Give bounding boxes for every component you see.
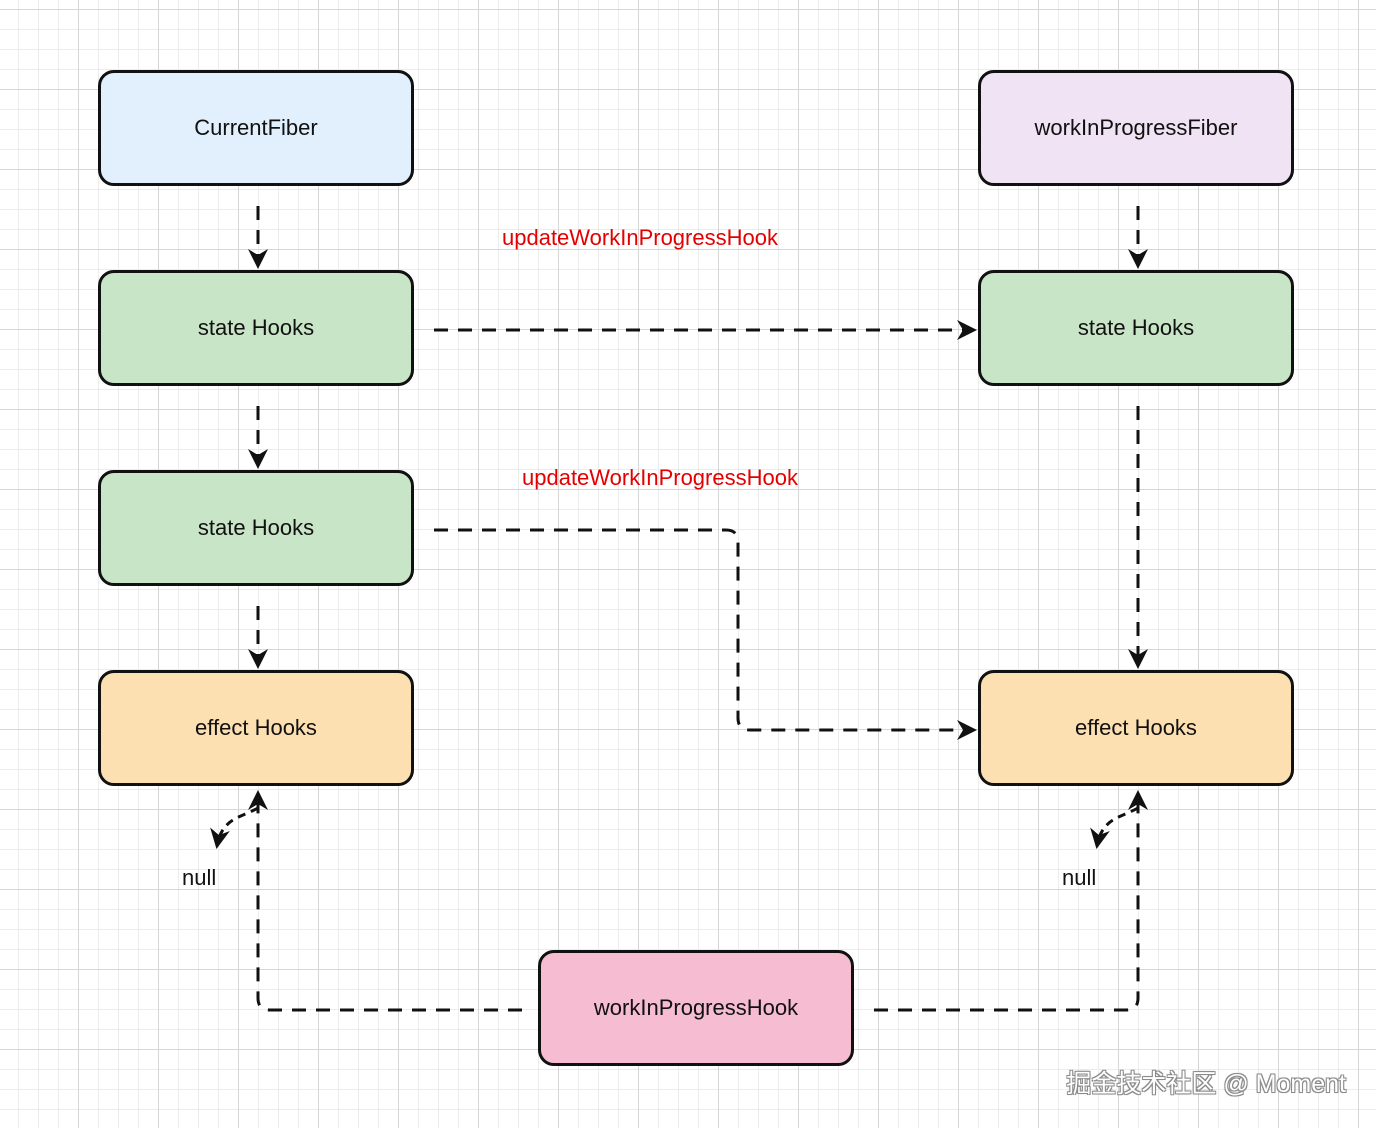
node-wip-effect-hook: effect Hooks	[978, 670, 1294, 786]
edge-wip-hook-to-current-effect	[248, 790, 522, 1012]
null-label-left: null	[182, 865, 217, 890]
node-wip-state-hook: state Hooks	[978, 270, 1294, 386]
node-current-state-hook-2: state Hooks	[98, 470, 414, 586]
node-current-state-hook-1: state Hooks	[98, 270, 414, 386]
node-current-fiber: CurrentFiber	[98, 70, 414, 186]
null-label-right: null	[1062, 865, 1097, 890]
edge-label-update-1: updateWorkInProgressHook	[502, 225, 778, 250]
edge-update-effect-hook	[434, 528, 977, 740]
edge-wip-effect-to-null	[1090, 806, 1139, 849]
watermark: 掘金技术社区 @ Moment	[1066, 1070, 1346, 1098]
node-wip-fiber: workInProgressFiber	[978, 70, 1294, 186]
edge-current-effect-to-null	[210, 806, 259, 849]
node-current-effect-hook: effect Hooks	[98, 670, 414, 786]
edge-label-update-2: updateWorkInProgressHook	[522, 465, 798, 490]
edge-wip-hook-to-wip-effect	[874, 790, 1148, 1012]
node-wip-hook: workInProgressHook	[538, 950, 854, 1066]
